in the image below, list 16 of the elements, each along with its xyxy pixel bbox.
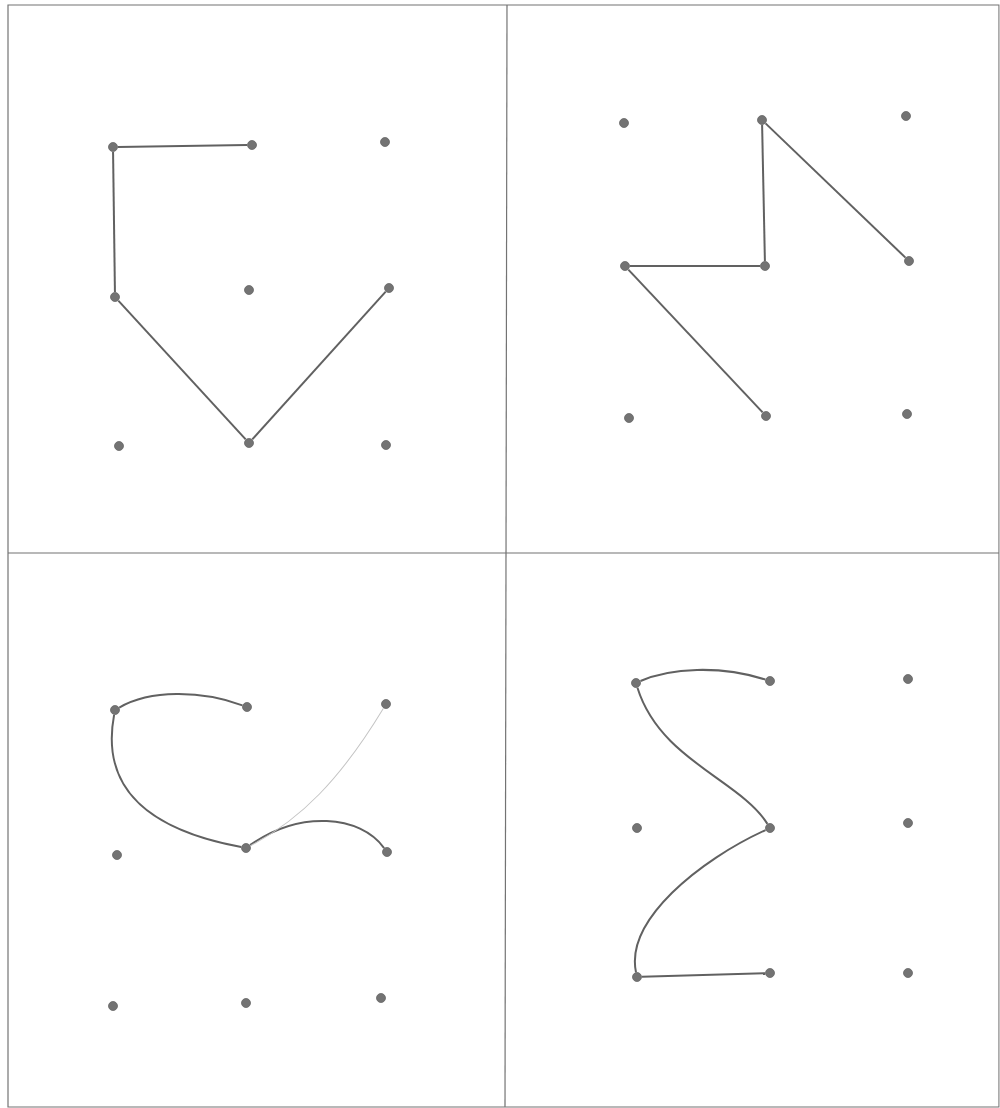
line — [112, 150, 116, 294]
line — [634, 829, 767, 974]
line — [249, 820, 386, 850]
line — [116, 144, 249, 148]
line — [249, 707, 384, 847]
line — [636, 686, 769, 825]
line — [110, 713, 243, 849]
line — [640, 972, 767, 978]
line — [118, 693, 244, 709]
line — [117, 299, 247, 441]
line — [627, 268, 764, 414]
line — [764, 122, 907, 259]
line — [761, 123, 766, 263]
line — [639, 668, 767, 683]
line — [628, 265, 762, 267]
line — [251, 290, 387, 441]
